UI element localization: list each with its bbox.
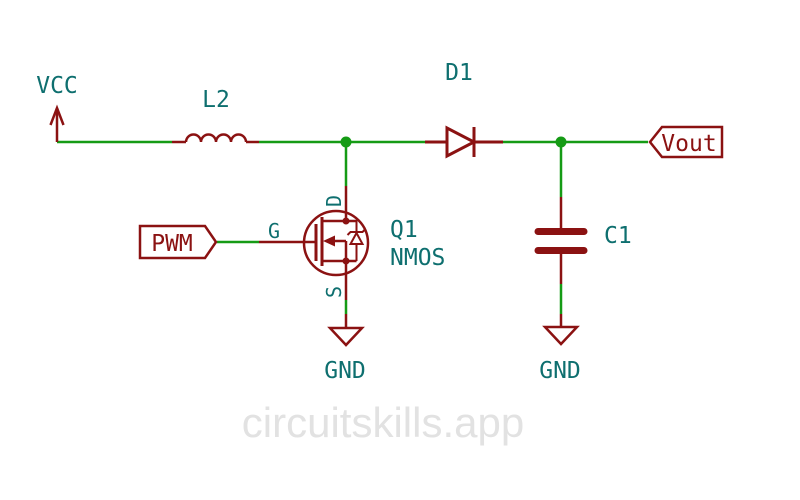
pwm-label-text: PWM <box>151 231 193 257</box>
diode-ref-label: D1 <box>445 60 473 86</box>
gnd-triangle-icon <box>542 325 580 346</box>
capacitor-ref-label: C1 <box>604 223 632 249</box>
body-diode-triangle-icon <box>348 230 365 245</box>
transistor-value-label: NMOS <box>390 245 445 271</box>
global-label-vout: Vout <box>648 125 724 159</box>
source-pin-label: S <box>322 286 346 298</box>
pwm-flag-outline <box>138 224 218 260</box>
vcc-label: VCC <box>36 73 78 99</box>
watermark-text: circuitskills.app <box>242 399 524 446</box>
junction-dot-inductor-node <box>340 136 352 148</box>
inductor-ref-label: L2 <box>202 87 230 113</box>
diode-D1: D1 <box>425 60 503 159</box>
vout-flag-outline <box>648 125 724 159</box>
gnd-label: GND <box>539 358 581 384</box>
source-node-dot <box>342 257 350 265</box>
inductor-L2: L2 <box>172 87 259 144</box>
capacitor-C1: C1 <box>534 197 632 284</box>
gate-pin-label: G <box>268 219 280 243</box>
body-arrow-icon <box>323 235 335 247</box>
transistor-ref-label: Q1 <box>390 217 418 243</box>
body-diode-cathode-link <box>346 220 358 232</box>
inductor-coil-icon <box>184 133 248 143</box>
drain-pin-label: D <box>322 195 346 207</box>
vout-label-text: Vout <box>661 131 716 157</box>
gnd-symbol-transistor: GND <box>324 314 366 384</box>
vcc-arrow-icon <box>49 104 65 126</box>
gnd-symbol-capacitor: GND <box>539 314 581 384</box>
gnd-triangle-icon <box>327 326 365 347</box>
gnd-label: GND <box>324 358 366 384</box>
vcc-power-symbol: VCC <box>36 73 78 142</box>
nmos-Q1: Q1 NMOS G D S <box>259 186 445 300</box>
wires <box>57 136 648 314</box>
diode-triangle-icon <box>445 125 478 159</box>
global-label-pwm: PWM <box>138 224 218 260</box>
junction-dot-output-node <box>555 136 567 148</box>
